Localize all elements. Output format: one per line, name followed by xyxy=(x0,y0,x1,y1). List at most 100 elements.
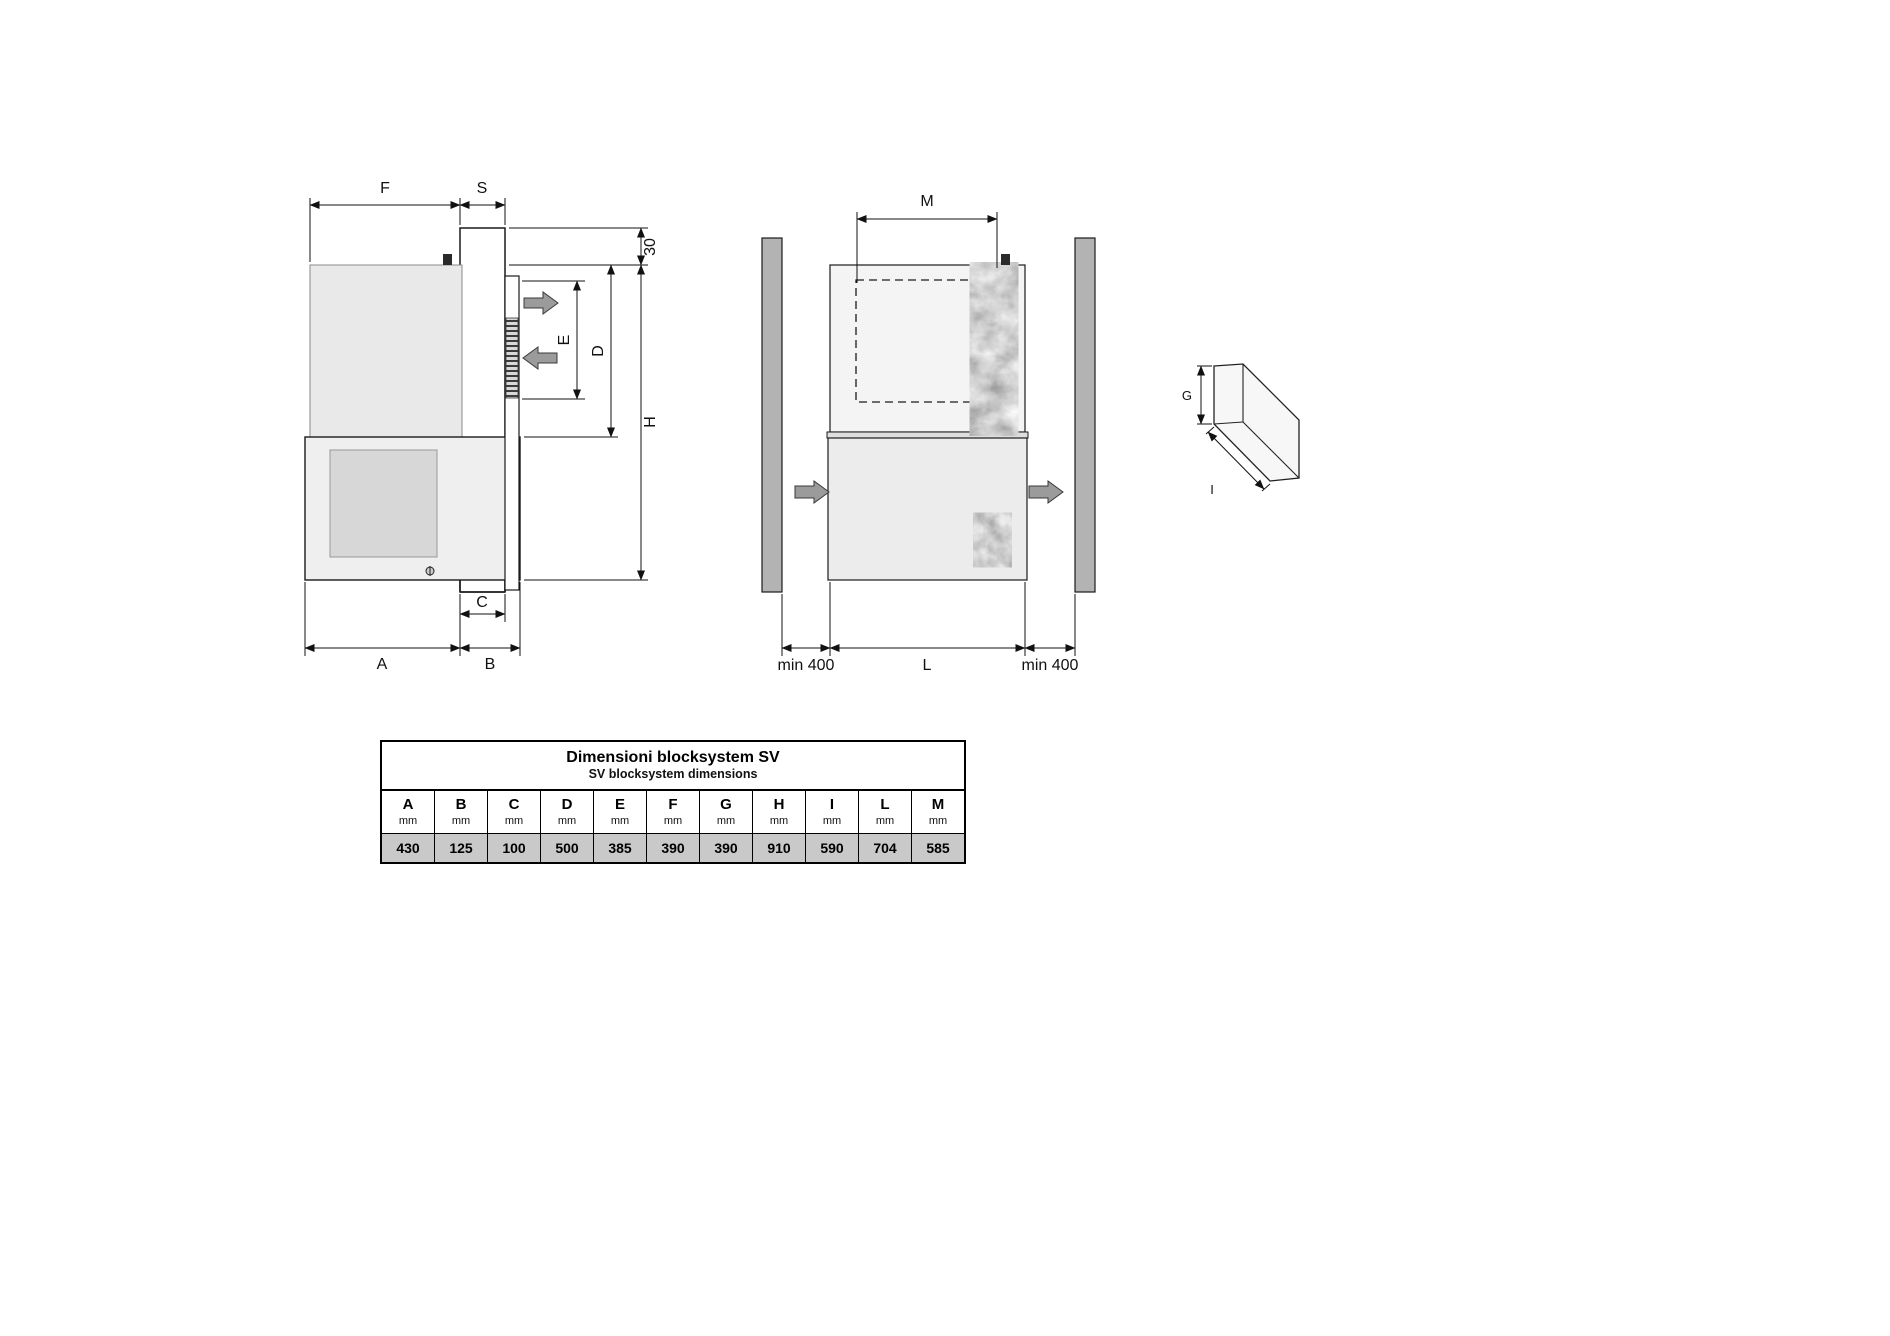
table-col-letter: L xyxy=(880,796,890,814)
table-col-unit: mm xyxy=(610,815,630,828)
table-col-unit: mm xyxy=(928,815,948,828)
airflow-right-arrow-icon xyxy=(1028,480,1064,504)
dim-label-f: F xyxy=(380,180,390,197)
table-col-unit: mm xyxy=(557,815,577,828)
table-col-unit: mm xyxy=(769,815,789,828)
dimension-b: B xyxy=(459,582,521,673)
dim-label-c: C xyxy=(476,594,488,611)
table-col-unit: mm xyxy=(716,815,736,828)
wall-opening-dashed xyxy=(855,279,977,403)
side-view: F S 30 H D xyxy=(304,180,659,673)
table-col-unit: mm xyxy=(663,815,683,828)
dimension-c: C xyxy=(459,594,506,656)
table-value: 500 xyxy=(541,834,594,863)
table-value: 390 xyxy=(647,834,700,863)
front-view: M min 400 L min 400 xyxy=(761,193,1096,674)
table-col-letter: E xyxy=(614,796,625,814)
table-col-unit: mm xyxy=(504,815,524,828)
table-value: 125 xyxy=(435,834,488,863)
dimension-m: M xyxy=(856,193,998,283)
mounting-clip-icon xyxy=(1001,254,1010,265)
table-title: Dimensioni blocksystem SV SV blocksystem… xyxy=(382,742,964,792)
table-value: 704 xyxy=(859,834,912,863)
table-col-unit: mm xyxy=(451,815,471,828)
table-title-secondary: SV blocksystem dimensions xyxy=(588,767,758,782)
table-values-row: 430 125 100 500 385 390 390 910 590 704 … xyxy=(382,833,964,863)
table-value: 430 xyxy=(382,834,435,863)
label-texture xyxy=(974,514,1011,566)
table-col-letter: I xyxy=(829,796,835,814)
dimension-table: Dimensioni blocksystem SV SV blocksystem… xyxy=(380,740,966,865)
dim-label-m: M xyxy=(920,193,933,210)
dimension-30: 30 xyxy=(509,227,659,266)
dim-label-i: I xyxy=(1210,482,1214,497)
table-col-unit: mm xyxy=(875,815,895,828)
table-col-letter: F xyxy=(668,796,678,814)
dimension-d: D xyxy=(524,264,618,438)
table-col-unit: mm xyxy=(398,815,418,828)
compressor-panel xyxy=(329,449,438,558)
condenser-body xyxy=(309,264,463,438)
table-col-letter: A xyxy=(402,796,414,814)
dim-label-s: S xyxy=(477,180,488,197)
evaporator-grille-icon xyxy=(505,317,519,399)
table-value: 590 xyxy=(806,834,859,863)
dim-label-min-left: min 400 xyxy=(778,657,835,674)
dim-label-e: E xyxy=(556,335,573,346)
table-col-letter: G xyxy=(720,796,732,814)
evaporator-texture xyxy=(971,269,1017,429)
table-col-letter: B xyxy=(455,796,467,814)
table-col-unit: mm xyxy=(822,815,842,828)
airflow-in-arrow-icon xyxy=(522,346,558,370)
iso-box-edges xyxy=(1213,364,1300,479)
dimension-g: G xyxy=(1182,365,1212,425)
iso-view: G I xyxy=(1182,363,1300,497)
drip-tray-edge xyxy=(826,431,1029,439)
dimension-e: E xyxy=(522,280,585,400)
wall-right xyxy=(1074,237,1096,593)
drain-fitting-icon xyxy=(425,566,435,576)
table-value: 585 xyxy=(926,840,950,857)
dimension-i: I xyxy=(1205,426,1271,497)
dimension-f: F xyxy=(309,180,461,262)
table-col-letter: H xyxy=(773,796,785,814)
table-value: 910 xyxy=(753,834,806,863)
table-value: 385 xyxy=(594,834,647,863)
dim-label-a: A xyxy=(377,656,388,673)
airflow-left-arrow-icon xyxy=(794,480,830,504)
dimension-h: H xyxy=(509,264,659,581)
table-value: 100 xyxy=(488,834,541,863)
table-col-letter: D xyxy=(561,796,573,814)
dimension-a: A xyxy=(304,582,461,673)
table-col-letter: C xyxy=(508,796,520,814)
table-title-primary: Dimensioni blocksystem SV xyxy=(566,749,780,766)
table-col-letter: M xyxy=(931,796,945,814)
dim-label-h: H xyxy=(642,416,659,428)
iso-box-outline xyxy=(1213,363,1300,482)
wall-left xyxy=(761,237,783,593)
dim-label-d: D xyxy=(590,345,607,357)
airflow-out-arrow-icon xyxy=(523,291,559,315)
dimension-bottom: min 400 L min 400 xyxy=(778,582,1079,674)
mounting-clip-icon xyxy=(443,254,452,265)
dim-label-min-right: min 400 xyxy=(1022,657,1079,674)
dimension-s: S xyxy=(459,180,506,225)
dim-label-30: 30 xyxy=(642,238,659,256)
dim-label-l: L xyxy=(923,657,932,674)
dim-label-b: B xyxy=(485,656,496,673)
dim-label-g: G xyxy=(1182,388,1192,403)
